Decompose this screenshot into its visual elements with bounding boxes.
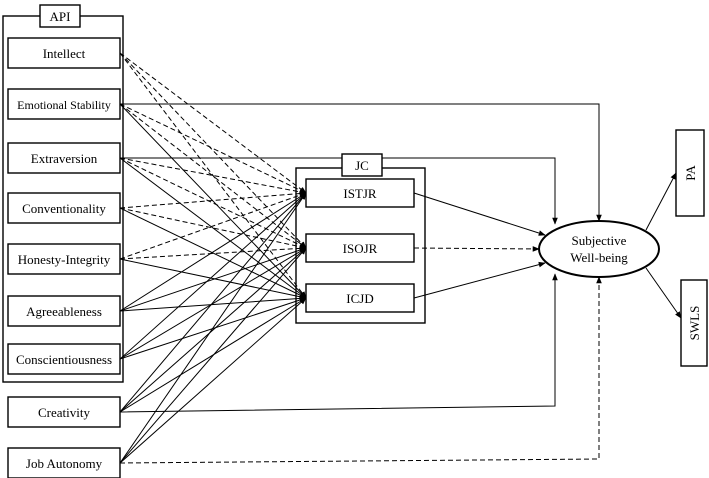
outcome-label-line1: Subjective	[572, 233, 627, 248]
path-predictor-to-mediator	[119, 52, 307, 194]
predictor-conventionality: Conventionality	[7, 192, 121, 224]
outcome-subjective-well-being: Subjective Well-being	[538, 220, 660, 278]
path-predictor-to-mediator	[119, 192, 307, 260]
path-predictor-to-mediator	[119, 192, 307, 464]
indicator-swls: SWLS	[680, 279, 708, 367]
path-predictor-to-mediator	[119, 52, 307, 249]
mediator-label: ISTJR	[343, 186, 377, 201]
predictor-conscientiousness: Conscientiousness	[7, 343, 121, 375]
indicator-pa: PA	[675, 129, 705, 217]
path-direct-to-outcome	[119, 276, 602, 464]
path-mediator-to-outcome	[413, 246, 540, 252]
mediator-boxes: ISTJR ISOJR ICJD	[305, 178, 415, 313]
predictor-honesty-integrity: Honesty-Integrity	[7, 243, 121, 275]
path-predictor-to-mediator	[119, 247, 307, 312]
path-predictor-to-mediator	[119, 103, 307, 194]
path-mediator-to-outcome	[413, 192, 546, 236]
predictor-intellect: Intellect	[7, 37, 121, 69]
predictor-label: Creativity	[38, 405, 90, 420]
path-direct-to-outcome	[120, 157, 558, 225]
predictor-label: Extraversion	[31, 151, 98, 166]
mediator-isojr: ISOJR	[305, 233, 415, 263]
path-predictor-to-mediator	[119, 192, 307, 360]
predictor-label: Emotional Stability	[17, 98, 111, 112]
path-lines	[119, 52, 682, 464]
predictor-label: Agreeableness	[26, 304, 102, 319]
predictor-label: Job Autonomy	[26, 456, 103, 471]
path-outcome-to-swls	[645, 267, 682, 319]
path-direct-to-outcome	[120, 103, 602, 222]
predictor-label: Conscientiousness	[16, 352, 112, 367]
path-predictor-to-mediator	[119, 157, 307, 299]
path-predictor-to-mediator	[119, 247, 307, 464]
path-predictor-to-mediator	[119, 247, 307, 413]
mediator-istjr: ISTJR	[305, 178, 415, 208]
path-predictor-to-mediator	[119, 192, 307, 312]
path-predictor-to-mediator	[119, 207, 307, 299]
outcome-label-line2: Well-being	[570, 250, 628, 265]
path-predictor-to-mediator	[119, 245, 307, 260]
path-predictor-to-mediator	[119, 247, 307, 360]
predictor-job-autonomy: Job Autonomy	[7, 447, 121, 478]
predictor-label: Intellect	[43, 46, 86, 61]
api-group-label-box	[39, 4, 81, 28]
predictor-creativity: Creativity	[7, 396, 121, 428]
path-predictor-to-mediator	[119, 190, 307, 209]
path-predictor-to-mediator	[119, 103, 307, 299]
path-predictor-to-mediator	[119, 258, 307, 300]
mediator-label: ISOJR	[343, 241, 378, 256]
path-mediator-to-outcome	[413, 261, 546, 299]
mediator-label: ICJD	[346, 291, 373, 306]
path-predictor-to-mediator	[119, 192, 307, 413]
jc-group-label-box	[341, 153, 383, 177]
path-predictor-to-mediator	[119, 103, 307, 249]
indicator-label: PA	[683, 165, 698, 181]
predictor-emotional-stability: Emotional Stability	[7, 88, 121, 120]
path-predictor-to-mediator	[119, 295, 307, 312]
indicator-label: SWLS	[687, 306, 702, 341]
path-outcome-to-pa	[645, 172, 677, 231]
path-predictor-to-mediator	[119, 157, 307, 249]
path-direct-to-outcome	[119, 273, 558, 413]
path-predictor-to-mediator	[119, 297, 307, 464]
jc-group: JC	[295, 153, 426, 324]
api-group: API	[2, 4, 124, 383]
predictor-agreeableness: Agreeableness	[7, 295, 121, 327]
api-group-label: API	[50, 9, 71, 24]
path-predictor-to-mediator	[119, 52, 307, 299]
jc-group-label: JC	[355, 158, 369, 173]
mediator-icjd: ICJD	[305, 283, 415, 313]
predictor-label: Conventionality	[22, 201, 106, 216]
predictor-boxes: Intellect Emotional Stability Extraversi…	[7, 37, 121, 478]
predictor-label: Honesty-Integrity	[18, 252, 111, 267]
predictor-extraversion: Extraversion	[7, 142, 121, 174]
